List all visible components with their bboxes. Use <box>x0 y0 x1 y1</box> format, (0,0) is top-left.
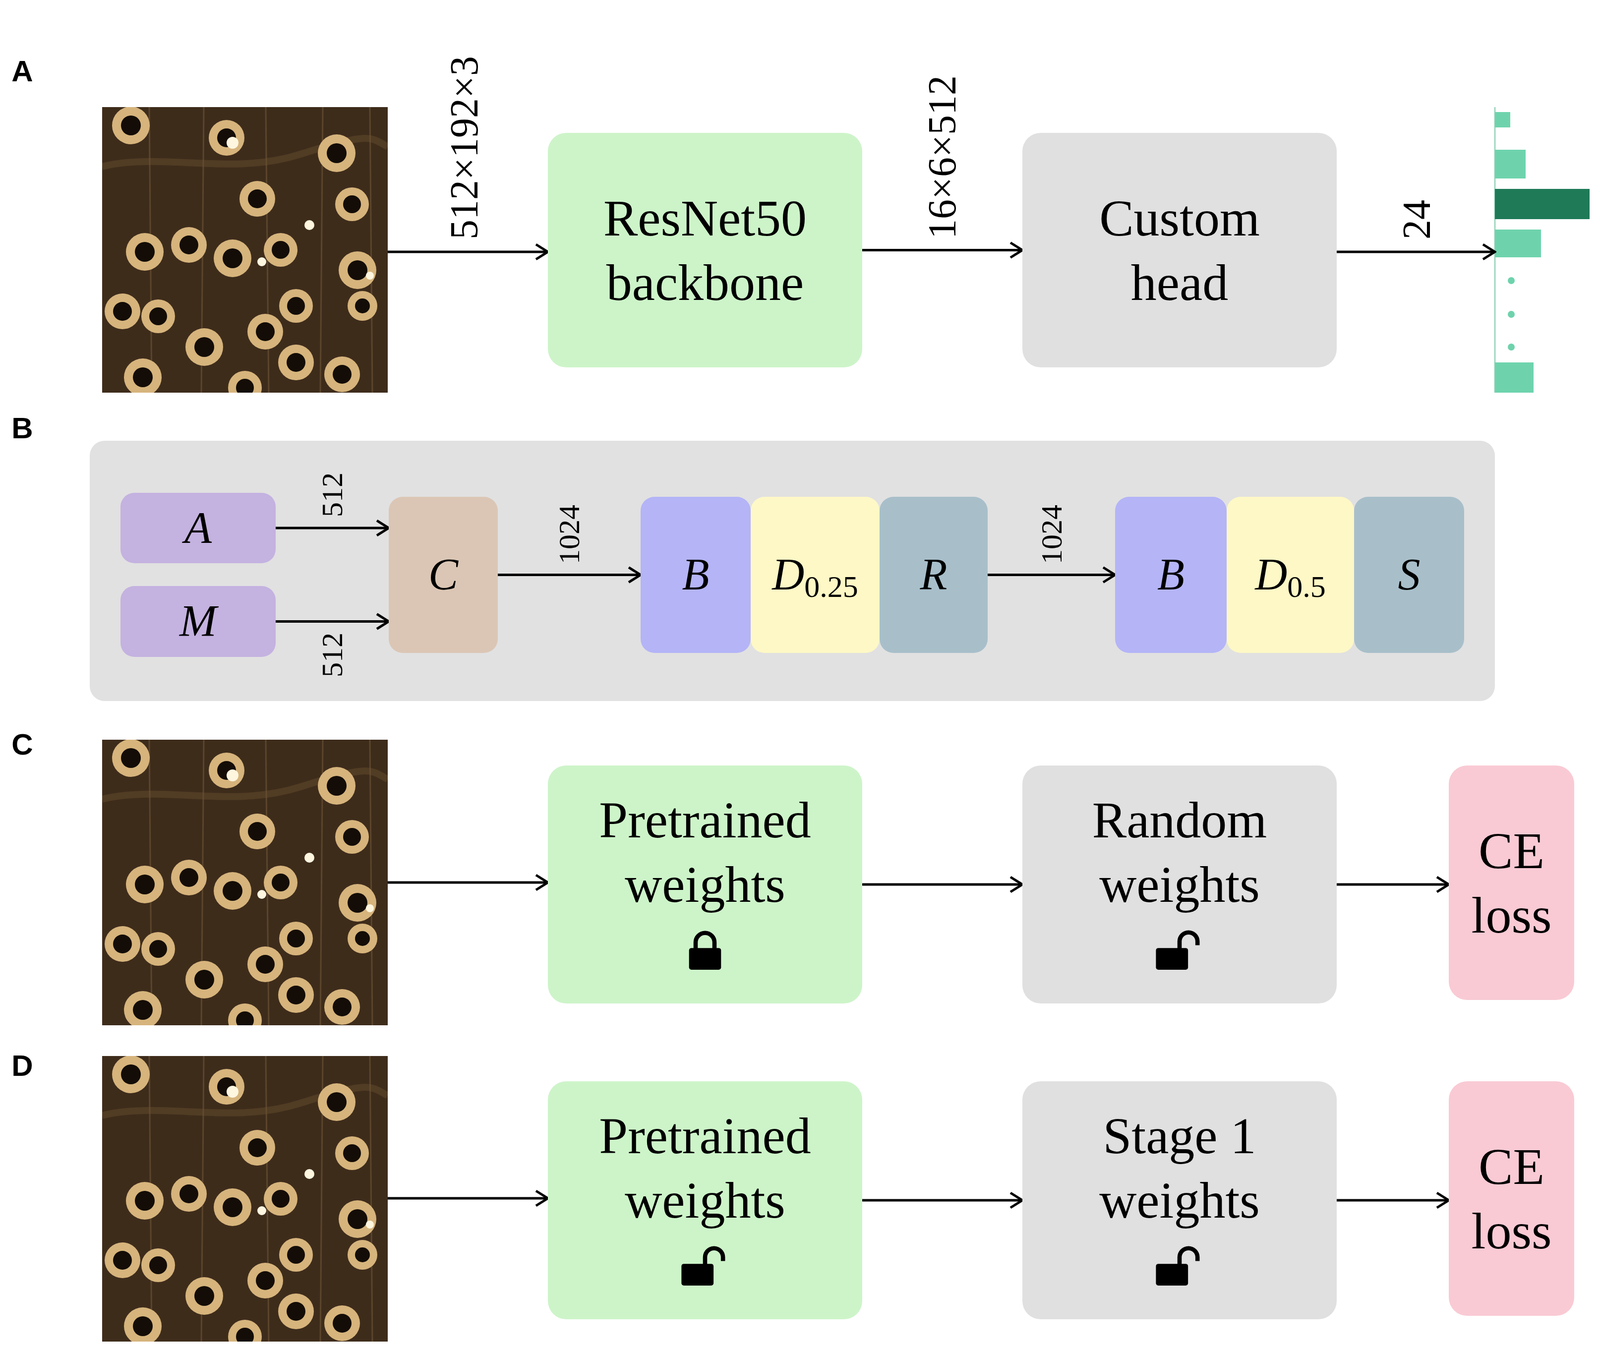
backbone-box: ResNet50 backbone <box>547 132 863 368</box>
node-text: CE loss <box>1462 818 1562 948</box>
lock-closed-icon <box>686 930 724 970</box>
concat-block: C <box>388 496 498 653</box>
arrow-connector <box>275 620 389 623</box>
dimension-label: 24 <box>1396 199 1437 240</box>
arrow-connector <box>862 883 1023 887</box>
subscript-text: 0.5 <box>1287 567 1326 607</box>
node-text: A <box>184 500 212 557</box>
dropout-block: D0.5 <box>1226 496 1355 653</box>
lock-open-icon <box>1155 1245 1204 1286</box>
node-text: R <box>920 546 948 603</box>
node-text: Custom head <box>1060 185 1299 315</box>
node-text: Pretrained weights <box>586 787 825 917</box>
loss-box: CE loss <box>1448 765 1575 1001</box>
node-text: C <box>428 546 459 603</box>
wood-micrograph <box>102 1055 388 1351</box>
node-text: Pretrained weights <box>586 1103 825 1233</box>
head-box: Custom head <box>1022 132 1337 368</box>
node-text: Random weights <box>1060 787 1299 917</box>
node-text: D <box>1254 546 1288 603</box>
lock-open-icon <box>681 1245 729 1286</box>
layout-arrows <box>387 251 1495 1199</box>
backbone-box: Pretrained weights <box>547 765 863 1004</box>
output-arrow <box>1336 250 1495 254</box>
output-histogram <box>1494 107 1590 393</box>
activation-block: S <box>1354 496 1465 653</box>
arrow-connector <box>862 248 1023 252</box>
dropout-block: D0.25 <box>750 496 880 653</box>
batchnorm-block: B <box>1115 496 1227 653</box>
arrow-connector <box>497 573 641 577</box>
arrow-connector <box>1336 1199 1449 1202</box>
panel-letter: C <box>11 729 33 760</box>
head-box: Random weights <box>1022 765 1337 1004</box>
edge-dimension-label: 512 <box>317 632 348 678</box>
wood-micrograph <box>102 106 388 405</box>
node-text: B <box>1157 546 1185 603</box>
node-text: Stage 1 weights <box>1060 1103 1299 1233</box>
panel-letter: B <box>11 413 33 444</box>
loss-box: CE loss <box>1448 1081 1575 1316</box>
node-text: ResNet50 backbone <box>586 185 825 315</box>
input-arrow <box>387 881 548 885</box>
arrow-connector <box>862 1199 1023 1202</box>
node-text: B <box>682 546 710 603</box>
activation-block: R <box>879 496 988 653</box>
input-arrow <box>387 1197 548 1200</box>
pooling-block: M <box>120 586 276 657</box>
batchnorm-block: B <box>640 496 751 653</box>
panel-letter: A <box>11 56 33 87</box>
wood-micrograph <box>102 739 388 1038</box>
node-text: S <box>1398 546 1421 603</box>
input-arrow <box>387 250 548 254</box>
edge-dimension-label: 1024 <box>1036 504 1067 565</box>
subscript-text: 0.25 <box>804 567 859 607</box>
node-text: M <box>179 593 217 650</box>
lock-open-icon <box>1155 930 1204 970</box>
arrow-connector <box>987 573 1116 577</box>
edge-dimension-label: 16×6×512 <box>922 75 962 239</box>
panel-letter: D <box>11 1051 33 1081</box>
dimension-label: 512×192×3 <box>444 56 484 240</box>
arrow-connector <box>1336 883 1449 887</box>
pooling-block: A <box>120 492 276 564</box>
head-box: Stage 1 weights <box>1022 1081 1337 1320</box>
node-text: CE loss <box>1462 1134 1562 1264</box>
backbone-box: Pretrained weights <box>547 1081 863 1320</box>
node-text: D <box>771 546 805 603</box>
edge-dimension-label: 512 <box>317 472 348 518</box>
edge-dimension-label: 1024 <box>554 504 585 565</box>
arrow-connector <box>275 527 389 530</box>
head-panel <box>89 440 1495 702</box>
